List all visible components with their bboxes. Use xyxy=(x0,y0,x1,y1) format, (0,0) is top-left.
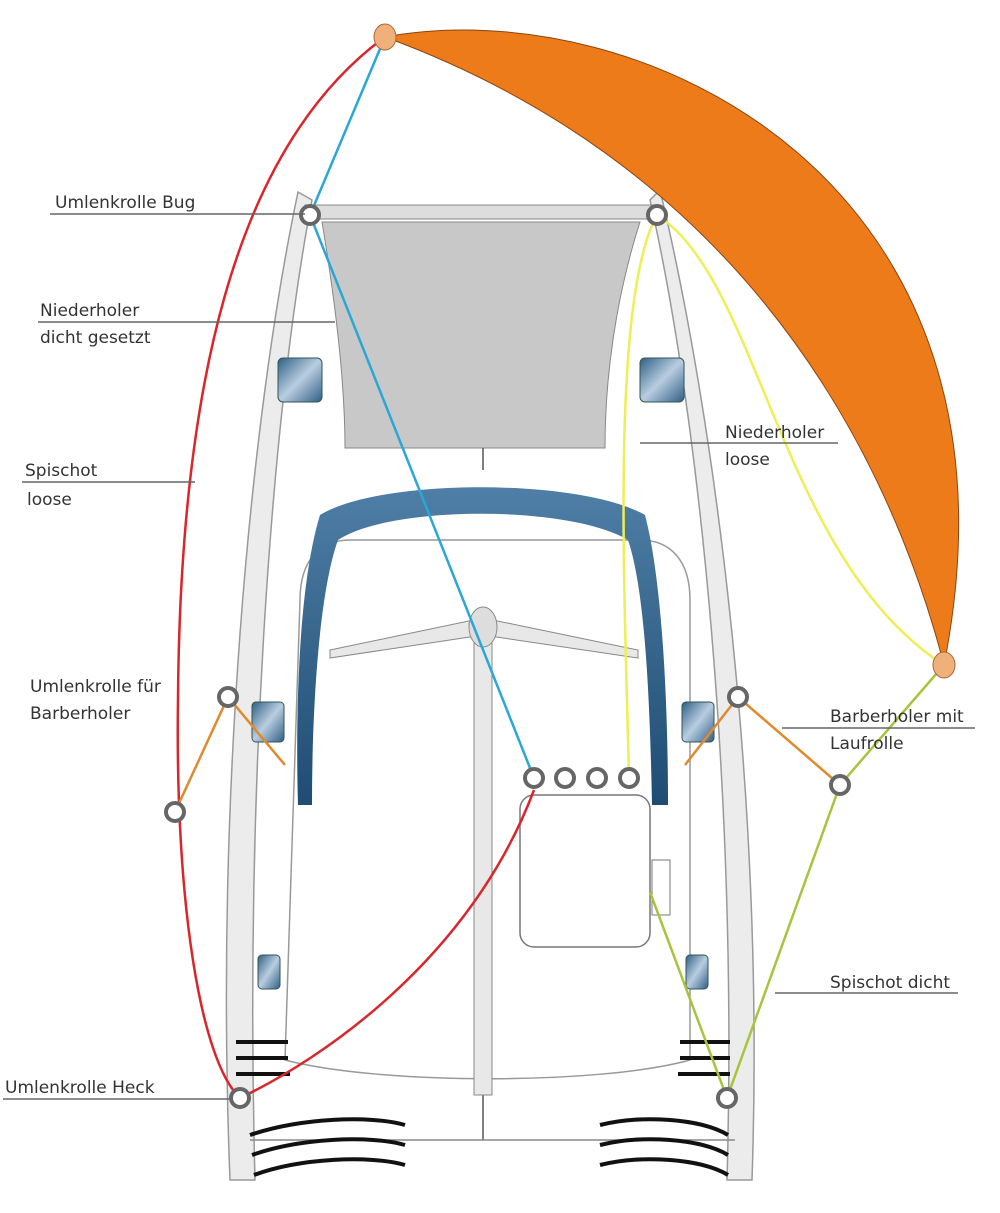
hull-windows xyxy=(251,357,715,990)
running-block-right xyxy=(829,774,851,796)
winch xyxy=(586,767,608,789)
front-beam xyxy=(304,204,661,220)
label-spischot-loose: Spischot xyxy=(25,461,98,481)
winch xyxy=(523,767,545,789)
stern-steps xyxy=(236,1040,730,1177)
running-block-left xyxy=(164,801,186,823)
niederholer-loose-line-2 xyxy=(656,213,945,667)
label-niederholer-loose-sub: loose xyxy=(725,450,770,470)
block-bow-right xyxy=(646,204,668,226)
label-spischot-loose-sub: loose xyxy=(27,490,72,510)
blocks xyxy=(164,204,851,1109)
winch xyxy=(618,767,640,789)
label-niederholer-dicht: Niederholer xyxy=(40,301,139,321)
block-stern-left xyxy=(229,1087,251,1109)
label-spischot-dicht: Spischot dicht xyxy=(830,973,950,993)
block-bow-left xyxy=(299,204,321,226)
label-niederholer-dicht-sub: dicht gesetzt xyxy=(40,328,151,348)
cockpit-table xyxy=(519,794,651,948)
label-umlenkrolle-barber: Umlenkrolle für xyxy=(30,677,161,697)
winch xyxy=(554,767,576,789)
spischot-dicht-line xyxy=(648,664,945,1102)
right-hull xyxy=(649,188,755,1181)
spinnaker-clew xyxy=(932,651,956,679)
left-hull xyxy=(225,190,313,1181)
block-barber-right xyxy=(727,686,749,708)
label-umlenkrolle-barber-sub: Barberholer xyxy=(30,704,130,724)
boom xyxy=(473,624,493,1096)
label-barberholer: Barberholer mit xyxy=(830,707,964,727)
label-barberholer-sub: Laufrolle xyxy=(830,734,904,754)
label-niederholer-loose: Niederholer xyxy=(725,423,824,443)
spischot-loose-line xyxy=(176,35,536,1100)
spinnaker-head xyxy=(373,23,397,51)
leader-lines xyxy=(3,213,975,1100)
cabin-roof xyxy=(297,487,668,805)
label-umlenkrolle-bug: Umlenkrolle Bug xyxy=(55,193,195,213)
niederholer-loose-line xyxy=(622,214,659,779)
block-barber-left xyxy=(217,686,239,708)
label-umlenkrolle-heck: Umlenkrolle Heck xyxy=(5,1078,155,1098)
trampoline xyxy=(321,221,641,449)
spinnaker-sail xyxy=(383,29,959,666)
block-stern-right xyxy=(716,1087,738,1109)
